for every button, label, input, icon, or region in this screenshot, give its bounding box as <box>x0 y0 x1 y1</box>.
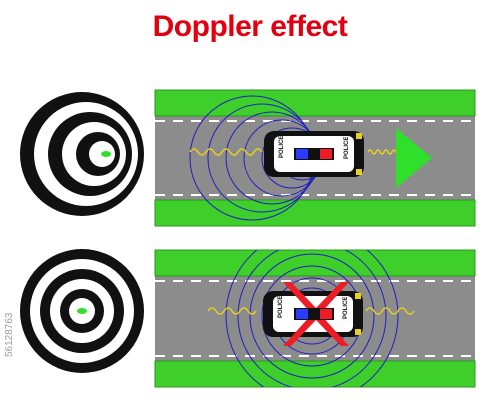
sound-wave-rear <box>189 148 263 156</box>
car-label-rear: POLICE <box>278 296 284 318</box>
car-label-front: POLICE <box>343 297 349 319</box>
page-title: Doppler effect <box>152 10 348 43</box>
car-label-front: POLICE <box>344 137 350 159</box>
headlight <box>355 293 361 299</box>
target-icon-stationary <box>20 249 144 373</box>
grass-strip <box>154 360 476 388</box>
red-light <box>320 149 332 159</box>
headlight <box>356 133 362 139</box>
blue-light <box>296 309 308 319</box>
police-car-top: POLICE POLICE <box>264 131 364 177</box>
red-light <box>320 309 332 319</box>
grass-strip <box>154 199 476 227</box>
police-car-bottom: POLICE POLICE <box>263 282 363 346</box>
target-center-dot <box>101 151 111 157</box>
target-center-dot <box>77 308 87 314</box>
target-icon-moving <box>20 92 144 216</box>
headlight <box>355 329 361 335</box>
direction-arrow <box>396 128 432 188</box>
headlight <box>356 169 362 175</box>
sound-wave-rear <box>207 307 257 315</box>
sound-wave-front <box>367 149 401 155</box>
car-label-rear: POLICE <box>279 136 285 158</box>
sound-wave-front <box>365 307 415 315</box>
grass-strip <box>154 89 476 117</box>
blue-light <box>296 149 308 159</box>
